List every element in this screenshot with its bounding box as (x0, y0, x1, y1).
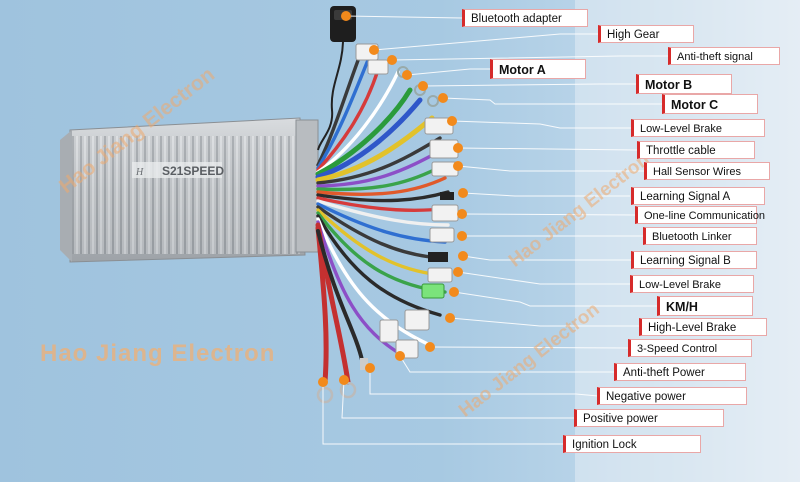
label-low-level-brake-1: Low-Level Brake (631, 119, 765, 137)
marker-dots (318, 11, 468, 387)
label-three-speed-control: 3-Speed Control (628, 339, 752, 357)
dot-high-level-brake (445, 313, 455, 323)
dot-anti-theft-power (395, 351, 405, 361)
dot-hall-sensor-wires (453, 161, 463, 171)
dot-low-level-brake-2 (453, 267, 463, 277)
dot-learning-signal-a (458, 188, 468, 198)
label-km-h: KM/H (657, 296, 753, 316)
controller-body: S21SPEED H (60, 117, 319, 263)
label-positive-power: Positive power (574, 409, 724, 427)
label-high-level-brake: High-Level Brake (639, 318, 767, 336)
label-learning-signal-a: Learning Signal A (631, 187, 765, 205)
leader-lines (322, 15, 668, 445)
dot-ignition-lock (318, 377, 328, 387)
dot-bluetooth-linker (457, 231, 467, 241)
dot-motor-a (402, 70, 412, 80)
controller-logo: H (135, 167, 144, 178)
label-one-line-communication: One-line Communication (635, 206, 765, 224)
label-motor-a: Motor A (490, 59, 586, 79)
dot-km-h (449, 287, 459, 297)
label-motor-c: Motor C (662, 94, 758, 114)
label-high-gear: High Gear (598, 25, 694, 43)
label-low-level-brake-2: Low-Level Brake (630, 275, 754, 293)
label-anti-theft-power: Anti-theft Power (614, 363, 746, 381)
dot-low-level-brake-1 (447, 116, 457, 126)
dot-motor-c (438, 93, 448, 103)
label-throttle-cable: Throttle cable (637, 141, 755, 159)
label-bluetooth-adapter: Bluetooth adapter (462, 9, 588, 27)
dot-high-gear (369, 45, 379, 55)
dot-positive-power (339, 375, 349, 385)
dot-learning-signal-b (458, 251, 468, 261)
dot-anti-theft-signal (387, 55, 397, 65)
label-ignition-lock: Ignition Lock (563, 435, 701, 453)
dot-three-speed-control (425, 342, 435, 352)
dot-bluetooth-adapter (341, 11, 351, 21)
label-motor-b: Motor B (636, 74, 732, 94)
label-bluetooth-linker: Bluetooth Linker (643, 227, 757, 245)
wire-bundle (315, 53, 452, 385)
dot-motor-b (418, 81, 428, 91)
label-anti-theft-signal: Anti-theft signal (668, 47, 780, 65)
dot-throttle-cable (453, 143, 463, 153)
label-negative-power: Negative power (597, 387, 747, 405)
dot-negative-power (365, 363, 375, 373)
label-hall-sensor-wires: Hall Sensor Wires (644, 162, 770, 180)
dot-one-line-communication (457, 209, 467, 219)
label-learning-signal-b: Learning Signal B (631, 251, 757, 269)
controller-brand-text: S21SPEED (162, 164, 224, 178)
